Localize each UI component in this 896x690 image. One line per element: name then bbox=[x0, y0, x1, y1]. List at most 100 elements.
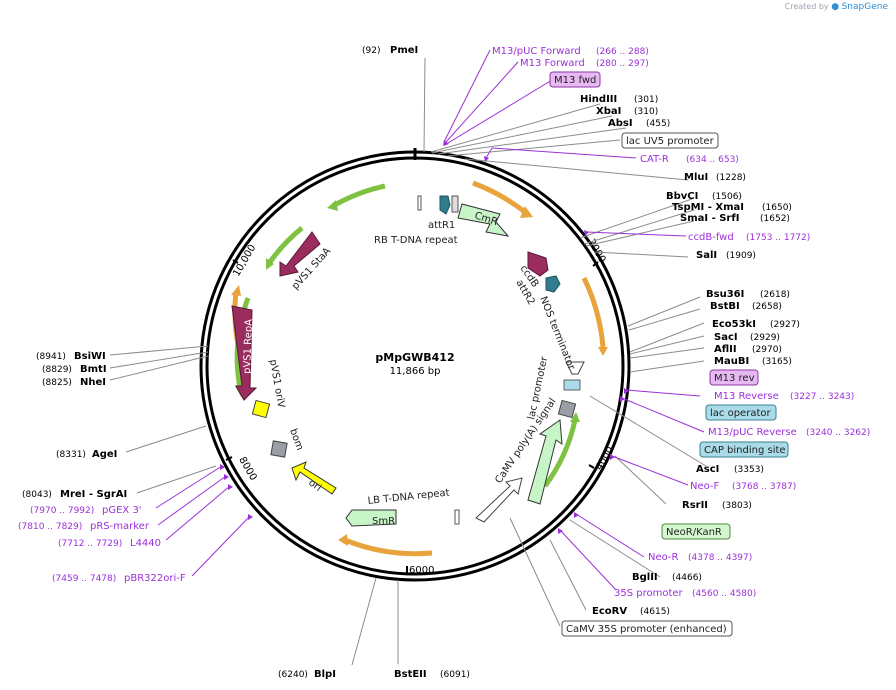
primer-m13-reverse-pos: (3227 .. 3243) bbox=[790, 392, 854, 402]
enzyme-asci: AscI bbox=[696, 464, 719, 475]
enzyme-saci-pos: (2929) bbox=[750, 333, 780, 343]
feature-bom-label: bom bbox=[287, 427, 305, 452]
enzyme-bmti: BmtI bbox=[80, 364, 107, 375]
box-cap bbox=[699, 441, 789, 458]
camv-35s-arrow bbox=[475, 477, 523, 523]
enzyme-aflii-pos: (2970) bbox=[752, 345, 782, 355]
enzyme-bsiwi: BsiWI bbox=[74, 351, 106, 362]
enzyme-bsiwi-pos: (8941) bbox=[36, 352, 66, 362]
primer-neo-f-pos: (3768 .. 3787) bbox=[732, 482, 796, 492]
enzyme-pmei: PmeI bbox=[390, 45, 418, 56]
orf-arc-3 bbox=[344, 537, 433, 557]
enzyme-tspmi-xmai-pos: (1650) bbox=[762, 203, 792, 213]
primer-pgex3-pos: (7970 .. 7992) bbox=[30, 506, 94, 516]
enzyme-smai-srfi: SmaI - SrfI bbox=[680, 213, 739, 224]
box-lacuv5 bbox=[621, 132, 719, 149]
attr1-arrow bbox=[439, 195, 451, 215]
enzyme-mlui-pos: (1228) bbox=[716, 173, 746, 183]
ccdb-small-box bbox=[451, 195, 459, 213]
enzyme-eco53ki: Eco53kI bbox=[712, 319, 756, 330]
primer-cat-r-pos: (634 .. 653) bbox=[686, 155, 739, 165]
primer-l4440: L4440 bbox=[130, 538, 161, 549]
primer-m13puc-reverse: M13/pUC Reverse bbox=[708, 427, 797, 438]
attr2-arrow bbox=[545, 275, 561, 293]
box-camv bbox=[561, 620, 733, 637]
box-m13rev bbox=[709, 369, 759, 386]
enzyme-hindiii: HindIII bbox=[580, 94, 617, 105]
camv-polya-arrow bbox=[527, 419, 563, 505]
box-camv-label: CaMV 35S promoter (enhanced) bbox=[566, 624, 727, 635]
smr-arrow bbox=[345, 509, 397, 527]
primer-neo-f: Neo-F bbox=[690, 481, 720, 492]
enzyme-blpi: BlpI bbox=[314, 669, 336, 680]
ori-arrow bbox=[291, 461, 337, 495]
primer-pbr322ori-f: pBR322ori-F bbox=[124, 573, 186, 584]
primer-m13-forward-pos: (280 .. 297) bbox=[596, 59, 649, 69]
primer-leader-lines bbox=[155, 49, 705, 591]
plasmid-length: 11,866 bp bbox=[390, 366, 441, 377]
orf-green-1 bbox=[331, 183, 386, 209]
enzyme-saci: SacI bbox=[714, 332, 738, 343]
tick-label-6000: 6000 bbox=[409, 565, 434, 576]
tick-label-4000: 4000 bbox=[594, 445, 616, 473]
orf-green-4 bbox=[542, 419, 578, 488]
orf-green-2-head bbox=[266, 258, 274, 270]
enzyme-xbai: XbaI bbox=[596, 106, 621, 117]
enzyme-ecorv-pos: (4615) bbox=[640, 607, 670, 617]
primer-cat-r: CAT-R bbox=[640, 154, 669, 165]
orf-arc-3-head bbox=[338, 534, 348, 546]
tick-4000 bbox=[588, 464, 595, 469]
enzyme-absi: AbsI bbox=[608, 118, 633, 129]
enzyme-bstbi: BstBI bbox=[710, 301, 740, 312]
staa-arrow bbox=[279, 231, 321, 277]
repa-arrow bbox=[231, 305, 258, 401]
cap-site-box bbox=[557, 399, 577, 419]
primer-prs-marker-pos: (7810 .. 7829) bbox=[18, 522, 82, 532]
enzyme-blpi-pos: (6240) bbox=[278, 670, 308, 680]
orf-arc-4-head bbox=[231, 285, 241, 296]
enzyme-eco53ki-pos: (2927) bbox=[770, 320, 800, 330]
snapgene-credit: Created by ● SnapGene bbox=[785, 2, 888, 12]
enzyme-ecorv: EcoRV bbox=[592, 606, 627, 617]
enzyme-mrei-sgrai: MreI - SgrAI bbox=[60, 489, 127, 500]
enzyme-sali-pos: (1909) bbox=[726, 251, 756, 261]
feature-attr1-label: attR1 bbox=[428, 220, 455, 231]
primer-m13-forward: M13 Forward bbox=[520, 58, 585, 69]
enzyme-mrei-sgrai-pos: (8043) bbox=[22, 490, 52, 500]
enzyme-bbvci: BbvCI bbox=[666, 191, 698, 202]
primer-pbr322ori-f-pos: (7459 .. 7478) bbox=[52, 574, 116, 584]
snapgene-logo-icon: ● bbox=[831, 2, 840, 12]
orf-green-2 bbox=[267, 226, 304, 264]
primer-35s-promoter: 35S promoter bbox=[614, 588, 684, 599]
enzyme-bsu36i-pos: (2618) bbox=[760, 290, 790, 300]
enzyme-mlui: MluI bbox=[684, 172, 708, 183]
enzyme-bglii-pos: (4466) bbox=[672, 573, 702, 583]
primer-prs-marker: pRS-marker bbox=[90, 521, 150, 532]
box-m13fwd bbox=[549, 71, 601, 88]
enzyme-bsteii: BstEII bbox=[394, 669, 427, 680]
enzyme-xbai-pos: (310) bbox=[634, 107, 658, 117]
primer-m13puc-forward: M13/pUC Forward bbox=[492, 46, 581, 57]
box-lacop bbox=[705, 404, 777, 421]
plasmid-name: pMpGWB412 bbox=[375, 351, 454, 364]
orf-arc-2-head bbox=[598, 347, 608, 356]
orf-green-4-head bbox=[570, 412, 580, 422]
tick-10000 bbox=[232, 259, 239, 264]
orf-green-1-head bbox=[327, 200, 338, 211]
enzyme-bstbi-pos: (2658) bbox=[752, 302, 782, 312]
box-neokan bbox=[661, 523, 731, 540]
lb-tdna-repeat-mark bbox=[454, 509, 460, 525]
lac-operator-mark bbox=[563, 379, 581, 391]
primer-pgex3: pGEX 3' bbox=[102, 505, 142, 516]
enzyme-bsu36i: Bsu36I bbox=[706, 289, 744, 300]
nos-terminator-arrow bbox=[565, 361, 585, 375]
primer-m13-reverse: M13 Reverse bbox=[714, 391, 779, 402]
feature-rb-label: RB T-DNA repeat bbox=[374, 235, 458, 246]
credit-brand: SnapGene bbox=[841, 2, 888, 12]
bom-box bbox=[270, 440, 288, 458]
enzyme-rsrii-pos: (3803) bbox=[722, 501, 752, 511]
box-lacop-label: lac operator bbox=[710, 408, 771, 419]
feature-repa-label: pVS1 RepA bbox=[242, 319, 255, 374]
enzyme-bmti-pos: (8829) bbox=[42, 365, 72, 375]
primer-m13puc-reverse-pos: (3240 .. 3262) bbox=[806, 428, 870, 438]
